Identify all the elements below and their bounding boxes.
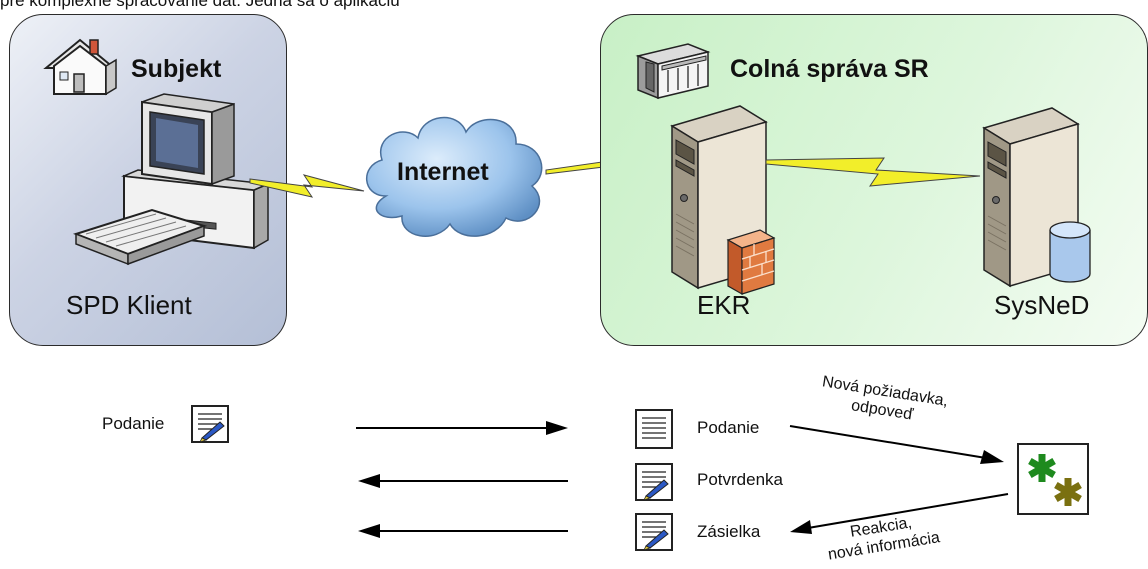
network-link-lightning-icon [765,157,981,187]
network-link-lightning-icon [249,174,365,198]
signed-document-icon [635,463,673,501]
document-icon [635,409,673,449]
signed-document-icon [191,405,229,443]
customs-building-icon [635,43,711,100]
internet-cloud-icon [365,116,543,237]
subjekt-title: Subjekt [131,55,222,83]
spd-klient-label: SPD Klient [66,290,192,320]
processing-asterisks-icon [1017,443,1089,515]
potvrdenka-label: Potvrdenka [697,470,783,489]
sysned-label: SysNeD [994,290,1090,320]
signed-document-icon [635,513,673,551]
colna-sprava-title: Colná správa SR [730,55,929,83]
arrow-left-zasielka [358,524,568,538]
ekr-server-icon [670,105,776,296]
internet-label: Internet [397,158,489,186]
right-podanie-label: Podanie [697,418,760,437]
ekr-label: EKR [697,290,751,320]
house-icon [43,38,117,96]
desktop-computer-icon [72,93,271,266]
arrow-to-processing [789,425,1004,464]
zasielka-label: Zásielka [697,522,761,541]
arrow-left-potvrdenka [358,474,568,488]
left-podanie-label: Podanie [102,414,165,433]
sysned-database-server-icon [982,107,1091,288]
arrow-right-podanie [356,421,568,435]
arrow-from-processing [790,493,1009,534]
header-text-fragment: pre komplexné spracovanie dát. Jedná sa … [0,0,400,10]
